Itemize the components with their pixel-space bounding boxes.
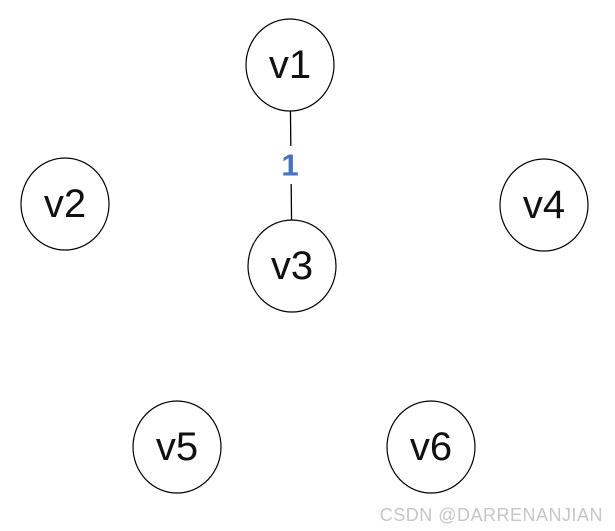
node-circle-v4 (499, 158, 589, 252)
node-circle-v2 (20, 157, 110, 251)
graph-node-v2: v2 (20, 157, 110, 251)
node-label-v3: v3 (271, 244, 313, 288)
graph-node-v1: v1 (245, 18, 335, 112)
edge-label-bg (277, 146, 303, 184)
node-label-v4: v4 (523, 183, 565, 227)
watermark: CSDN @DARRENANJIAN (379, 505, 603, 525)
node-label-v5: v5 (156, 425, 198, 469)
graph-node-v5: v5 (132, 400, 222, 494)
node-label-v1: v1 (269, 43, 311, 87)
graph-node-v6: v6 (386, 400, 476, 494)
node-label-v2: v2 (44, 182, 86, 226)
node-circle-v6 (386, 400, 476, 494)
edge-weight-label: 1 (281, 148, 298, 183)
node-label-v6: v6 (410, 425, 452, 469)
node-circle-v5 (132, 400, 222, 494)
node-circle-v1 (245, 18, 335, 112)
graph-node-v3: v3 (247, 219, 337, 313)
node-circle-v3 (247, 219, 337, 313)
graph-node-v4: v4 (499, 158, 589, 252)
